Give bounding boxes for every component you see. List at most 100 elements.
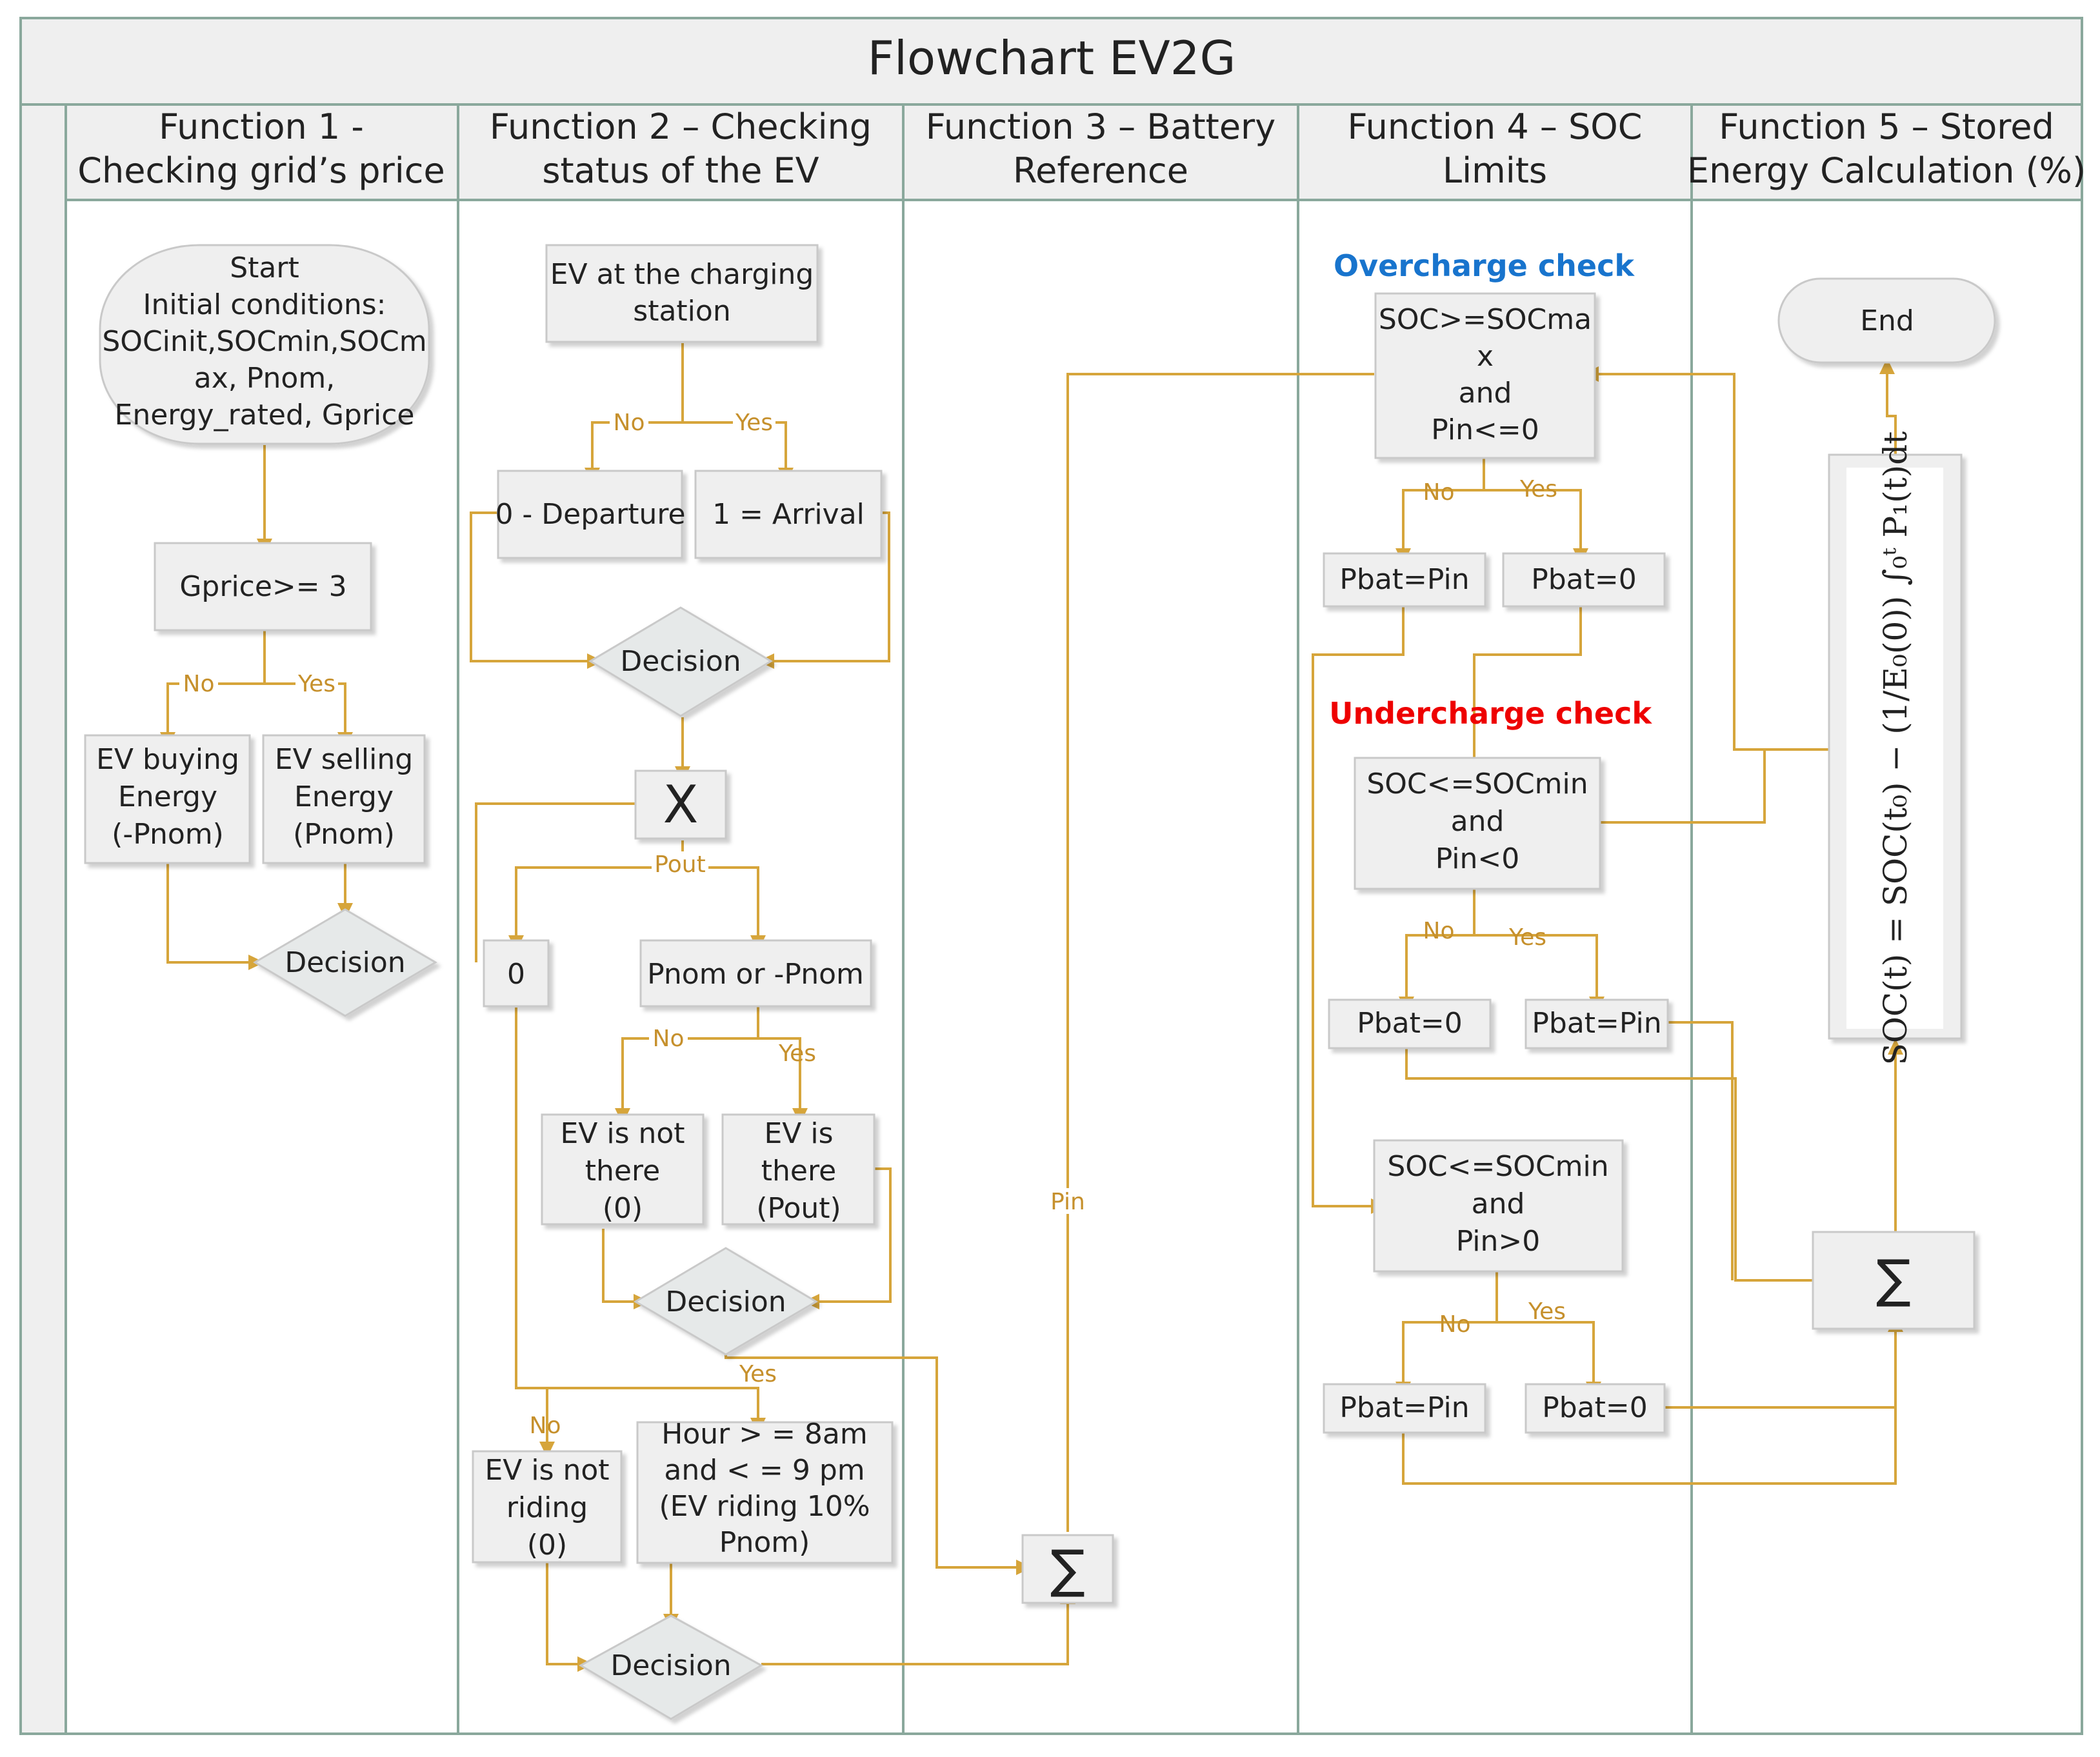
- decision-diamond-f2-2: Decision: [634, 1247, 818, 1356]
- diagram-title: Flowchart EV2G: [868, 31, 1236, 85]
- svg-text:Yes: Yes: [778, 1040, 816, 1067]
- svg-text:Start: Start: [230, 252, 299, 284]
- svg-text:No: No: [183, 671, 215, 697]
- svg-text:and: and: [1459, 377, 1512, 410]
- arrival-box: 1 = Arrival: [694, 470, 883, 559]
- svg-text:∑: ∑: [1050, 1539, 1085, 1599]
- svg-text:Function 2 – Checking: Function 2 – Checking: [490, 106, 872, 147]
- svg-text:Decision: Decision: [610, 1649, 731, 1682]
- svg-text:Yes: Yes: [735, 410, 773, 436]
- svg-text:(0): (0): [603, 1192, 643, 1225]
- svg-text:x: x: [1477, 340, 1494, 373]
- hour-condition-box: Hour > = 8am and < = 9 pm (EV riding 10%…: [636, 1418, 894, 1564]
- svg-text:Pin<=0: Pin<=0: [1431, 413, 1539, 446]
- svg-text:Yes: Yes: [297, 671, 335, 697]
- undercharge-check-label: Undercharge check: [1329, 696, 1652, 731]
- pbat-pin-box-2: Pbat=Pin: [1525, 998, 1669, 1049]
- gprice-condition-box: Gprice>= 3: [154, 542, 372, 631]
- svg-text:Function 3 – Battery: Function 3 – Battery: [926, 106, 1275, 147]
- svg-text:Pnom or -Pnom: Pnom or -Pnom: [647, 958, 864, 991]
- svg-text:Limits: Limits: [1443, 150, 1547, 191]
- svg-text:riding: riding: [506, 1491, 588, 1524]
- svg-text:Pin>0: Pin>0: [1456, 1225, 1541, 1258]
- decision-diamond-f1: Decision: [253, 908, 437, 1017]
- pnom-box: Pnom or -Pnom: [639, 939, 872, 1008]
- svg-text:Gprice>= 3: Gprice>= 3: [179, 570, 346, 603]
- svg-text:ax, Pnom,: ax, Pnom,: [194, 362, 335, 395]
- svg-text:station: station: [633, 295, 730, 328]
- svg-text:Function 5 – Stored: Function 5 – Stored: [1719, 106, 2054, 147]
- svg-text:EV is not: EV is not: [560, 1117, 685, 1150]
- decision-diamond-f2-3: Decision: [578, 1614, 764, 1720]
- svg-text:(Pnom): (Pnom): [293, 818, 395, 851]
- svg-text:Function 4 – SOC: Function 4 – SOC: [1347, 106, 1642, 147]
- svg-text:(EV riding 10%: (EV riding 10%: [659, 1490, 870, 1523]
- start-terminal: Start Initial conditions: SOCinit,SOCmin…: [99, 244, 430, 445]
- svg-text:SOC>=SOCma: SOC>=SOCma: [1379, 303, 1592, 336]
- svg-text:No: No: [614, 410, 645, 436]
- connector-labels: No Yes No Yes Pout No Yes Yes No Pin No …: [179, 410, 1566, 1439]
- svg-text:and: and: [1472, 1187, 1525, 1220]
- svg-text:EV at the charging: EV at the charging: [550, 258, 814, 291]
- svg-text:Pout: Pout: [654, 851, 705, 878]
- svg-text:Function 1 -: Function 1 -: [159, 106, 364, 147]
- svg-text:Initial conditions:: Initial conditions:: [143, 288, 386, 321]
- title-band: [19, 17, 2083, 106]
- departure-box: 0 - Departure: [495, 470, 686, 559]
- lane-header-function-1: Function 1 - Checking grid’s price: [77, 106, 445, 191]
- lane-header-function-2: Function 2 – Checking status of the EV: [490, 106, 872, 191]
- svg-text:Yes: Yes: [1528, 1298, 1566, 1325]
- svg-text:Energy_rated, Gprice: Energy_rated, Gprice: [115, 399, 415, 432]
- svg-text:there: there: [761, 1155, 836, 1187]
- svg-text:End: End: [1860, 304, 1914, 337]
- svg-text:∑: ∑: [1876, 1249, 1911, 1309]
- svg-text:Decision: Decision: [285, 946, 405, 979]
- left-margin-band: [19, 103, 67, 1735]
- svg-text:SOC<=SOCmin: SOC<=SOCmin: [1366, 768, 1588, 800]
- svg-text:Energy: Energy: [294, 780, 394, 813]
- svg-text:Decision: Decision: [620, 645, 741, 678]
- soc-formula: SOC(t) = SOC(t₀) − (1/E₀(0)) ∫₀ᵗ P₁(t)dt: [1877, 432, 1914, 1066]
- svg-text:Pin: Pin: [1050, 1189, 1085, 1215]
- ev-buying-energy-box: EV buying Energy (-Pnom): [84, 734, 251, 864]
- lane-header-function-3: Function 3 – Battery Reference: [926, 106, 1275, 191]
- svg-text:No: No: [1439, 1311, 1471, 1338]
- sum-box-f5: ∑: [1812, 1231, 1975, 1330]
- svg-text:(0): (0): [527, 1529, 567, 1562]
- pbat-zero-box-3: Pbat=0: [1525, 1383, 1666, 1434]
- svg-text:Energy Calculation (%): Energy Calculation (%): [1687, 150, 2086, 191]
- decision-diamond-f2-1: Decision: [588, 606, 773, 717]
- svg-text:Pbat=Pin: Pbat=Pin: [1339, 563, 1469, 596]
- svg-text:No: No: [1423, 918, 1455, 944]
- svg-text:Yes: Yes: [739, 1361, 777, 1387]
- svg-text:EV selling: EV selling: [275, 743, 413, 776]
- pbat-zero-box-1: Pbat=0: [1502, 552, 1666, 608]
- ev-not-there-box: EV is not there (0): [541, 1113, 705, 1226]
- pbat-pin-box-3: Pbat=Pin: [1323, 1383, 1486, 1434]
- multiply-box: X: [634, 769, 727, 840]
- svg-text:EV is: EV is: [764, 1117, 833, 1150]
- svg-text:Decision: Decision: [665, 1285, 786, 1318]
- ev-selling-energy-box: EV selling Energy (Pnom): [262, 734, 426, 864]
- svg-text:No: No: [653, 1026, 685, 1052]
- svg-text:Pbat=0: Pbat=0: [1357, 1007, 1463, 1040]
- pbat-pin-box-1: Pbat=Pin: [1323, 552, 1486, 608]
- svg-text:(Pout): (Pout): [756, 1192, 841, 1225]
- ev-is-there-box: EV is there (Pout): [721, 1113, 875, 1226]
- svg-text:1 = Arrival: 1 = Arrival: [712, 498, 865, 531]
- svg-text:Pbat=Pin: Pbat=Pin: [1532, 1007, 1661, 1040]
- svg-text:Pnom): Pnom): [719, 1526, 810, 1559]
- svg-text:No: No: [530, 1413, 561, 1439]
- svg-text:(-Pnom): (-Pnom): [112, 818, 224, 851]
- svg-text:status of the EV: status of the EV: [542, 150, 819, 191]
- svg-text:No: No: [1423, 479, 1455, 506]
- zero-output-box: 0: [483, 939, 550, 1008]
- svg-text:Pbat=Pin: Pbat=Pin: [1339, 1391, 1469, 1424]
- end-terminal: End: [1777, 277, 1996, 364]
- svg-text:there: there: [585, 1155, 660, 1187]
- svg-text:Reference: Reference: [1013, 150, 1188, 191]
- lane-header-band: [65, 103, 2083, 201]
- svg-text:Yes: Yes: [1508, 924, 1546, 951]
- svg-text:X: X: [663, 775, 699, 835]
- pbat-zero-box-2: Pbat=0: [1328, 998, 1492, 1049]
